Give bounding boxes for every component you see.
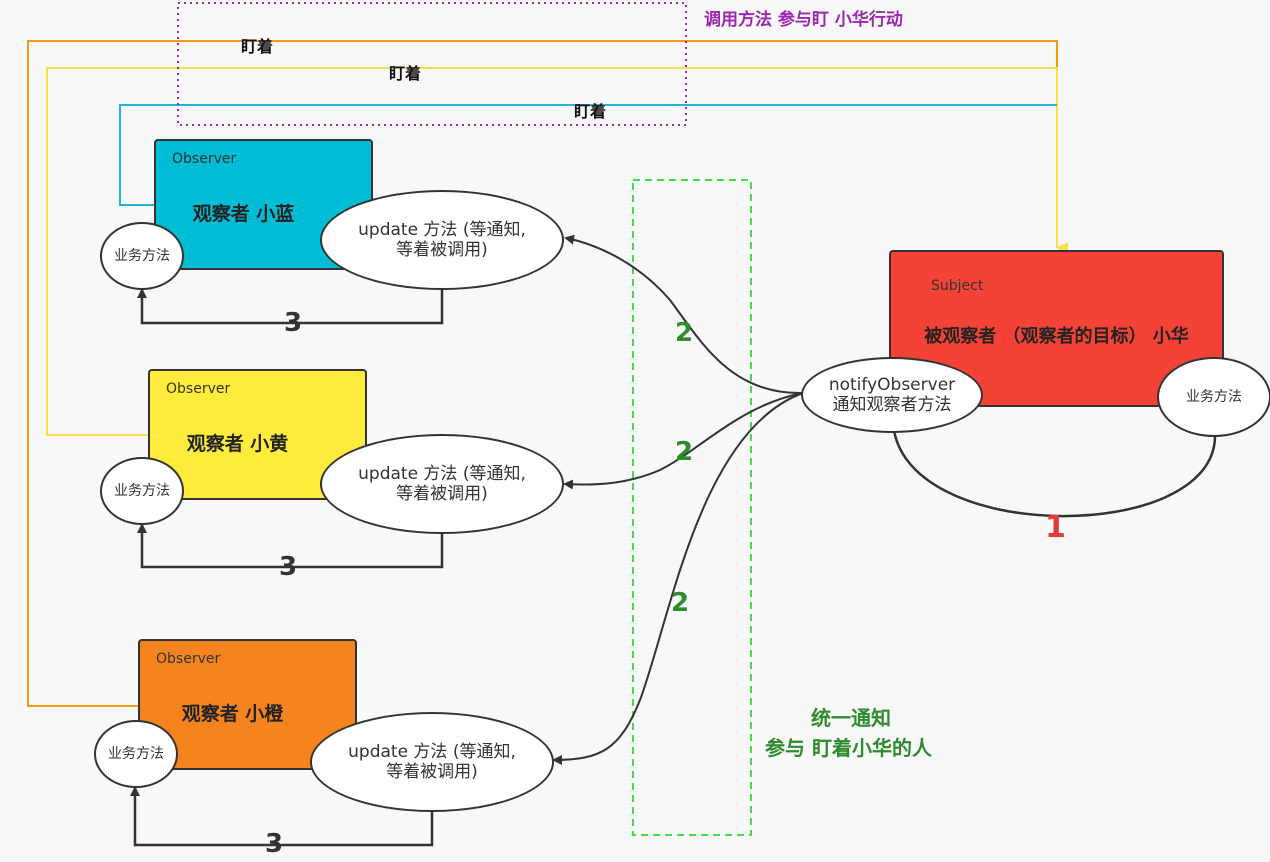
- subject-title: 被观察者 （观察者的目标） 小华: [924, 326, 1189, 347]
- business-method-subject: 业务方法: [1157, 357, 1270, 437]
- observer-box-yellow: Observer 观察者 小黄: [148, 369, 367, 500]
- watch-line-orange: [27, 40, 1058, 707]
- subject-tag: Subject: [931, 278, 984, 294]
- watch-label-orange: 盯着: [241, 37, 274, 56]
- step-2-yellow: 2: [675, 437, 694, 467]
- unified-notify-line2: 参与 盯着小华的人: [765, 736, 932, 760]
- observer-title: 观察者 小橙: [181, 703, 284, 725]
- notify-observer-method: notifyObserver 通知观察者方法: [801, 357, 983, 433]
- step-2-orange: 2: [671, 588, 690, 618]
- step-2-blue: 2: [675, 318, 694, 348]
- loop-arrow-orange: [130, 786, 434, 847]
- observer-box-orange: Observer 观察者 小橙: [138, 639, 357, 770]
- update-line2: 等着被调用): [396, 240, 488, 260]
- dotted-call-region: [177, 2, 687, 126]
- observer-title: 观察者 小黄: [186, 433, 289, 455]
- update-method-blue: update 方法 (等通知, 等着被调用): [320, 190, 564, 290]
- observer-tag: Observer: [166, 381, 231, 397]
- notify-line2: 通知观察者方法: [832, 395, 952, 415]
- business-method-label: 业务方法: [114, 247, 170, 264]
- loop-arrow-subject: [888, 420, 1217, 518]
- watch-label-yellow: 盯着: [389, 64, 422, 83]
- update-method-yellow: update 方法 (等通知, 等着被调用): [320, 434, 564, 534]
- step-1-label: 1: [1045, 510, 1066, 545]
- update-line1: update 方法 (等通知,: [358, 219, 526, 240]
- update-method-orange: update 方法 (等通知, 等着被调用): [310, 712, 554, 812]
- update-line2: 等着被调用): [386, 762, 478, 782]
- business-method-label: 业务方法: [1186, 388, 1242, 405]
- loop-arrow-blue: [137, 288, 444, 325]
- business-method-label: 业务方法: [108, 745, 164, 762]
- observer-title: 观察者 小蓝: [192, 203, 295, 225]
- step-3-yellow: 3: [279, 552, 298, 582]
- unified-notify-line1: 统一通知: [811, 706, 891, 730]
- step-3-blue: 3: [284, 308, 303, 338]
- business-method-orange: 业务方法: [94, 720, 178, 788]
- notify-curve-orange: [552, 392, 804, 765]
- dashed-notify-region: [632, 179, 752, 836]
- update-line1: update 方法 (等通知,: [358, 463, 526, 484]
- notify-curve-yellow: [563, 392, 804, 490]
- notify-line1: notifyObserver: [828, 374, 956, 395]
- update-line1: update 方法 (等通知,: [348, 741, 516, 762]
- watch-line-cyan: [119, 104, 1057, 206]
- loop-arrow-yellow: [137, 523, 444, 569]
- notify-curve-blue: [564, 234, 804, 395]
- business-method-label: 业务方法: [114, 482, 170, 499]
- business-method-blue: 业务方法: [100, 222, 184, 290]
- update-line2: 等着被调用): [396, 484, 488, 504]
- step-3-orange: 3: [265, 829, 284, 859]
- call-method-note: 调用方法 参与盯 小华行动: [704, 10, 903, 30]
- business-method-yellow: 业务方法: [100, 457, 184, 525]
- watch-line-yellow: [46, 67, 1068, 436]
- observer-tag: Observer: [156, 651, 221, 667]
- watch-label-cyan: 盯着: [574, 102, 607, 121]
- observer-tag: Observer: [172, 151, 237, 167]
